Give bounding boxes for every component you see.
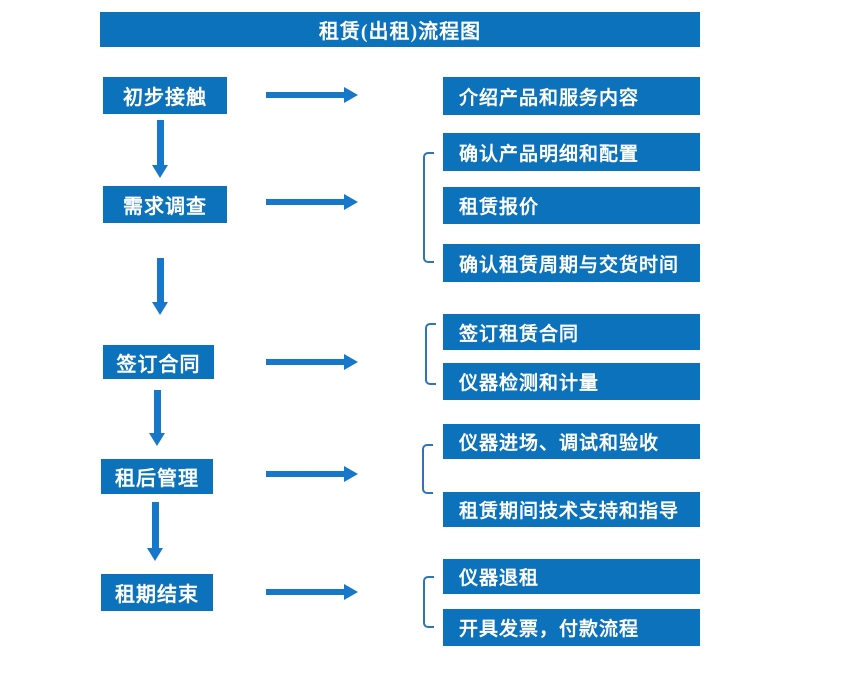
arrow-down-icon <box>152 258 169 315</box>
detail-label: 仪器检测和计量 <box>459 373 600 394</box>
arrow-right-icon <box>266 466 358 483</box>
detail-box: 签订租赁合同 <box>443 314 700 350</box>
detail-label: 开具发票，付款流程 <box>459 619 640 640</box>
detail-label: 租赁期间技术支持和指导 <box>459 501 680 522</box>
detail-box: 租赁报价 <box>443 187 700 224</box>
detail-box: 租赁期间技术支持和指导 <box>443 492 700 527</box>
diagram-title-bar: 租赁(出租)流程图 <box>100 12 700 47</box>
arrow-down-icon <box>149 390 166 446</box>
detail-box: 开具发票，付款流程 <box>443 609 700 646</box>
step-lease-end: 租期结束 <box>101 574 213 611</box>
arrow-down-icon <box>152 120 169 178</box>
arrow-down-icon <box>147 502 164 561</box>
step-label: 初步接触 <box>123 87 207 109</box>
detail-box: 确认租赁周期与交货时间 <box>443 244 700 282</box>
bracket-icon <box>423 152 434 263</box>
bracket-icon <box>423 576 434 628</box>
arrow-right-icon <box>266 354 358 371</box>
arrow-right-icon <box>266 87 358 104</box>
arrow-right-icon <box>266 584 358 601</box>
diagram-title: 租赁(出租)流程图 <box>318 21 482 43</box>
detail-box: 介绍产品和服务内容 <box>443 77 700 115</box>
detail-label: 签订租赁合同 <box>459 323 580 345</box>
arrow-right-icon <box>266 194 358 211</box>
step-post-rental-management: 租后管理 <box>101 459 213 494</box>
detail-label: 确认租赁周期与交货时间 <box>459 254 680 276</box>
step-label: 租后管理 <box>115 468 199 490</box>
detail-box: 仪器检测和计量 <box>443 363 700 400</box>
bracket-icon <box>422 444 433 494</box>
detail-box: 仪器进场、调试和验收 <box>443 424 700 459</box>
detail-label: 介绍产品和服务内容 <box>459 87 640 109</box>
step-sign-contract: 签订合同 <box>103 345 214 379</box>
step-demand-survey: 需求调查 <box>103 186 227 223</box>
detail-label: 仪器退租 <box>459 568 540 589</box>
step-label: 租期结束 <box>115 584 199 606</box>
step-label: 需求调查 <box>123 196 207 218</box>
detail-label: 仪器进场、调试和验收 <box>459 433 660 454</box>
bracket-icon <box>425 323 436 385</box>
detail-label: 确认产品明细和配置 <box>459 143 640 165</box>
step-initial-contact: 初步接触 <box>103 77 227 114</box>
detail-box: 确认产品明细和配置 <box>443 133 700 171</box>
detail-box: 仪器退租 <box>443 559 700 594</box>
step-label: 签订合同 <box>116 353 201 376</box>
detail-label: 租赁报价 <box>459 197 540 218</box>
